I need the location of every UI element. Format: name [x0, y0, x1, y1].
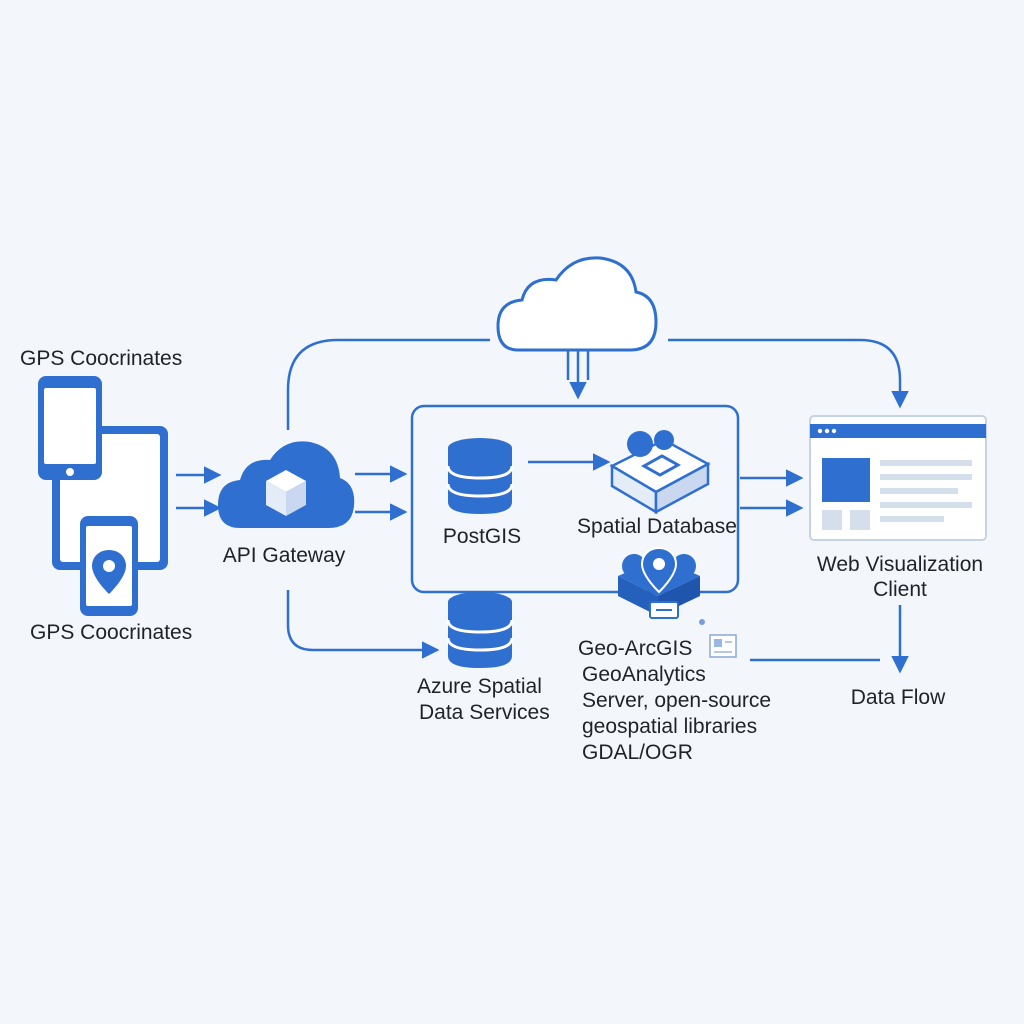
- browser-window-icon: [809, 415, 987, 541]
- document-icon: [709, 634, 737, 658]
- geo-label-line1: Geo-ArcGIS: [578, 637, 693, 660]
- azure-label-line2: Data Services: [419, 701, 550, 724]
- web-client-label-line2: Client: [873, 578, 927, 601]
- gps-top-label: GPS Coocrinates: [20, 347, 183, 370]
- postgis-label: PostGIS: [442, 525, 522, 548]
- spatial-database-label: Spatial Database: [577, 515, 737, 538]
- line-gateway-to-cloud: [286, 338, 490, 430]
- data-flow-label: Data Flow: [850, 686, 946, 709]
- services-container: [410, 404, 740, 594]
- map-pin-box-icon: [618, 546, 705, 625]
- phone-icon: [38, 376, 102, 480]
- database-cylinder-icon: [446, 592, 514, 668]
- map-pin-phone-icon: [80, 516, 138, 616]
- api-gateway-label: API Gateway: [222, 544, 346, 567]
- database-cylinder-icon: [446, 438, 514, 514]
- arrow-gateway-to-azure: [286, 590, 440, 659]
- arrow-cloud-to-web: [668, 338, 909, 409]
- geo-label-line5: GDAL/OGR: [582, 741, 693, 764]
- geo-label-line3: Server, open-source: [582, 689, 772, 712]
- cloud-cube-icon: [218, 441, 355, 528]
- geo-label-line4: geospatial libraries: [582, 715, 758, 738]
- azure-label-line1: Azure Spatial: [417, 675, 542, 698]
- gps-bottom-label: GPS Coocrinates: [30, 621, 193, 644]
- isometric-box-icon: [609, 430, 711, 515]
- devices: [38, 376, 168, 616]
- cloud-icon: [496, 256, 658, 352]
- geo-label-line2: GeoAnalytics: [582, 663, 706, 686]
- web-client-label-line1: Web Visualization: [816, 553, 984, 576]
